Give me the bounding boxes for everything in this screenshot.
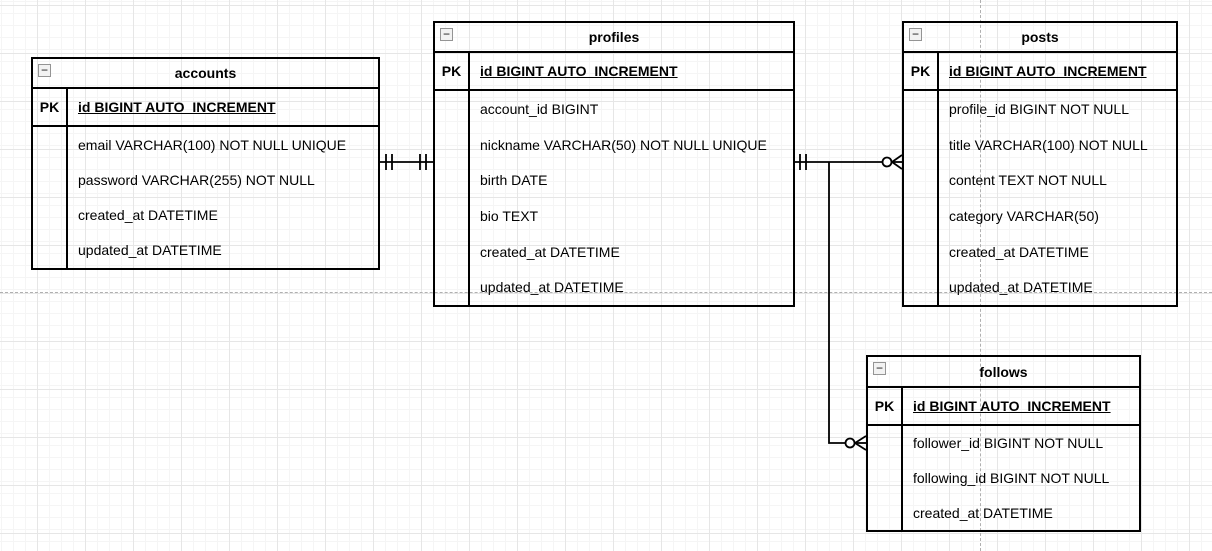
pk-field: id BIGINT AUTO_INCREMENT <box>913 398 1111 414</box>
field-text: following_id BIGINT NOT NULL <box>913 470 1110 486</box>
table-follows-body: follower_id BIGINT NOT NULL following_id… <box>868 426 1139 531</box>
key-cell <box>435 126 470 163</box>
table-posts-body: profile_id BIGINT NOT NULL title VARCHAR… <box>904 91 1176 306</box>
key-cell <box>904 162 939 199</box>
key-cell <box>435 233 470 270</box>
table-row[interactable]: birth DATE <box>435 162 793 199</box>
table-row[interactable]: title VARCHAR(100) NOT NULL <box>904 126 1176 163</box>
key-cell <box>904 198 939 234</box>
table-row[interactable]: category VARCHAR(50) <box>904 198 1176 234</box>
field-text: category VARCHAR(50) <box>949 207 1099 224</box>
pk-field: id BIGINT AUTO_INCREMENT <box>78 99 276 115</box>
table-profiles[interactable]: − profiles PK id BIGINT AUTO_INCREMENT a… <box>433 21 795 307</box>
table-row[interactable]: follower_id BIGINT NOT NULL <box>868 426 1139 461</box>
key-cell <box>33 162 68 198</box>
field-text: birth DATE <box>480 172 548 189</box>
page-boundary-horizontal <box>0 292 1212 293</box>
table-profiles-body: account_id BIGINT nickname VARCHAR(50) N… <box>435 91 793 306</box>
field-text: profile_id BIGINT NOT NULL <box>949 100 1129 117</box>
relationship-profiles-posts[interactable] <box>795 154 903 170</box>
table-follows[interactable]: − follows PK id BIGINT AUTO_INCREMENT fo… <box>866 355 1141 532</box>
key-cell <box>435 162 470 199</box>
table-row[interactable]: updated_at DATETIME <box>435 269 793 306</box>
table-row[interactable]: bio TEXT <box>435 198 793 234</box>
field-text: created_at DATETIME <box>480 243 620 260</box>
collapse-icon[interactable]: − <box>873 362 886 375</box>
pk-field: id BIGINT AUTO_INCREMENT <box>949 63 1147 79</box>
key-cell <box>33 232 68 268</box>
field-text: updated_at DATETIME <box>949 279 1093 296</box>
table-row[interactable]: password VARCHAR(255) NOT NULL <box>33 162 378 198</box>
table-posts-header[interactable]: − posts <box>904 23 1176 53</box>
key-cell <box>904 269 939 306</box>
table-title: follows <box>979 363 1028 380</box>
table-accounts[interactable]: − accounts PK id BIGINT AUTO_INCREMENT e… <box>31 57 380 270</box>
key-cell <box>33 197 68 233</box>
relationship-accounts-profiles[interactable] <box>380 154 433 170</box>
key-cell <box>904 126 939 163</box>
key-cell <box>868 495 903 531</box>
field-text: created_at DATETIME <box>949 243 1089 260</box>
table-accounts-pk-row[interactable]: PK id BIGINT AUTO_INCREMENT <box>33 89 378 127</box>
table-profiles-header[interactable]: − profiles <box>435 23 793 53</box>
table-row[interactable]: email VARCHAR(100) NOT NULL UNIQUE <box>33 127 378 163</box>
table-row[interactable]: nickname VARCHAR(50) NOT NULL UNIQUE <box>435 126 793 163</box>
table-posts[interactable]: − posts PK id BIGINT AUTO_INCREMENT prof… <box>902 21 1178 307</box>
table-title: posts <box>1021 29 1059 45</box>
field-text: bio TEXT <box>480 207 539 224</box>
pk-label: PK <box>435 53 470 89</box>
collapse-icon[interactable]: − <box>909 28 922 41</box>
key-cell <box>904 233 939 270</box>
table-row[interactable]: updated_at DATETIME <box>33 232 378 268</box>
key-cell <box>435 198 470 234</box>
key-cell <box>868 460 903 496</box>
table-profiles-pk-row[interactable]: PK id BIGINT AUTO_INCREMENT <box>435 53 793 91</box>
field-text: account_id BIGINT <box>480 100 599 117</box>
table-follows-header[interactable]: − follows <box>868 357 1139 388</box>
table-row[interactable]: created_at DATETIME <box>904 233 1176 270</box>
table-follows-pk-row[interactable]: PK id BIGINT AUTO_INCREMENT <box>868 388 1139 426</box>
collapse-icon[interactable]: − <box>440 28 453 41</box>
table-accounts-body: email VARCHAR(100) NOT NULL UNIQUE passw… <box>33 127 378 268</box>
table-row[interactable]: following_id BIGINT NOT NULL <box>868 460 1139 496</box>
table-row[interactable]: profile_id BIGINT NOT NULL <box>904 91 1176 127</box>
key-cell <box>904 91 939 127</box>
table-row[interactable]: created_at DATETIME <box>33 197 378 233</box>
pk-label: PK <box>904 53 939 89</box>
field-text: nickname VARCHAR(50) NOT NULL UNIQUE <box>480 136 767 153</box>
key-cell <box>435 269 470 306</box>
relationship-profiles-follows[interactable] <box>828 162 867 451</box>
field-text: email VARCHAR(100) NOT NULL UNIQUE <box>78 136 347 153</box>
table-row[interactable]: created_at DATETIME <box>435 233 793 270</box>
key-cell <box>868 426 903 461</box>
table-accounts-header[interactable]: − accounts <box>33 59 378 89</box>
field-text: title VARCHAR(100) NOT NULL <box>949 136 1148 153</box>
table-posts-pk-row[interactable]: PK id BIGINT AUTO_INCREMENT <box>904 53 1176 91</box>
table-title: accounts <box>174 65 237 81</box>
field-text: content TEXT NOT NULL <box>949 172 1107 189</box>
page-boundary-vertical <box>980 0 981 551</box>
table-row[interactable]: content TEXT NOT NULL <box>904 162 1176 199</box>
table-row[interactable]: created_at DATETIME <box>868 495 1139 531</box>
key-cell <box>33 127 68 163</box>
field-text: created_at DATETIME <box>913 504 1053 521</box>
field-text: follower_id BIGINT NOT NULL <box>913 435 1104 452</box>
collapse-icon[interactable]: − <box>38 64 51 77</box>
pk-field: id BIGINT AUTO_INCREMENT <box>480 63 678 79</box>
field-text: updated_at DATETIME <box>480 279 624 296</box>
table-row[interactable]: account_id BIGINT <box>435 91 793 127</box>
table-row[interactable]: updated_at DATETIME <box>904 269 1176 306</box>
field-text: created_at DATETIME <box>78 207 218 224</box>
field-text: password VARCHAR(255) NOT NULL <box>78 171 315 188</box>
key-cell <box>435 91 470 127</box>
table-title: profiles <box>588 29 640 45</box>
field-text: updated_at DATETIME <box>78 242 222 259</box>
pk-label: PK <box>868 388 903 424</box>
pk-label: PK <box>33 89 68 125</box>
